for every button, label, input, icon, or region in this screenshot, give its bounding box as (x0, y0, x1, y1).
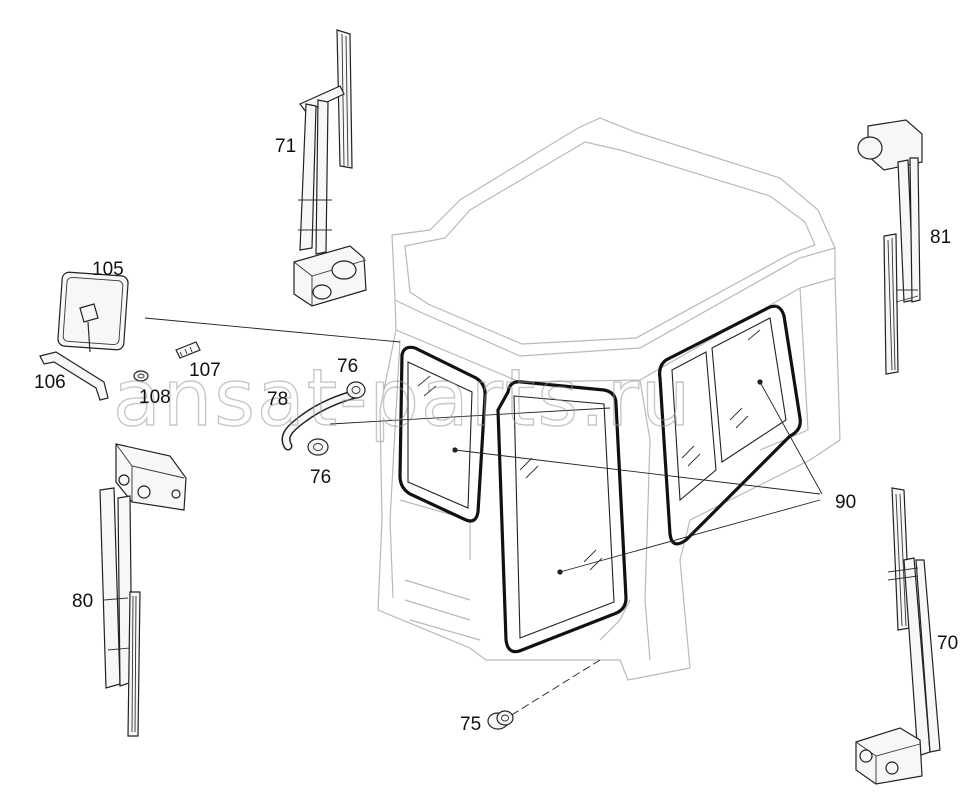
wiper-assembly-80 (99, 443, 187, 737)
leader-lines (144, 317, 823, 717)
label-90: 90 (835, 492, 856, 513)
label-70: 70 (937, 633, 958, 654)
part-labels: 71 81 105 106 107 108 76 78 76 90 80 70 … (34, 136, 958, 735)
label-71: 71 (275, 136, 296, 157)
label-76-bottom: 76 (310, 467, 331, 488)
cab-body (377, 117, 841, 681)
label-108: 108 (139, 387, 171, 408)
grommet-75 (487, 710, 514, 730)
label-78: 78 (267, 389, 288, 410)
label-81: 81 (930, 227, 951, 248)
label-107: 107 (189, 360, 221, 381)
label-76-top: 76 (337, 356, 358, 377)
label-106: 106 (34, 372, 66, 393)
hose-assembly (281, 381, 366, 456)
mirror-assembly (39, 271, 201, 401)
wiper-assembly-81 (857, 119, 923, 375)
label-80: 80 (72, 591, 93, 612)
wiper-assembly-71 (293, 29, 367, 307)
wiper-assembly-70 (855, 487, 941, 785)
label-105: 105 (92, 259, 124, 280)
watermark-text: ansat-parts.ru (113, 354, 692, 444)
label-75: 75 (460, 714, 481, 735)
